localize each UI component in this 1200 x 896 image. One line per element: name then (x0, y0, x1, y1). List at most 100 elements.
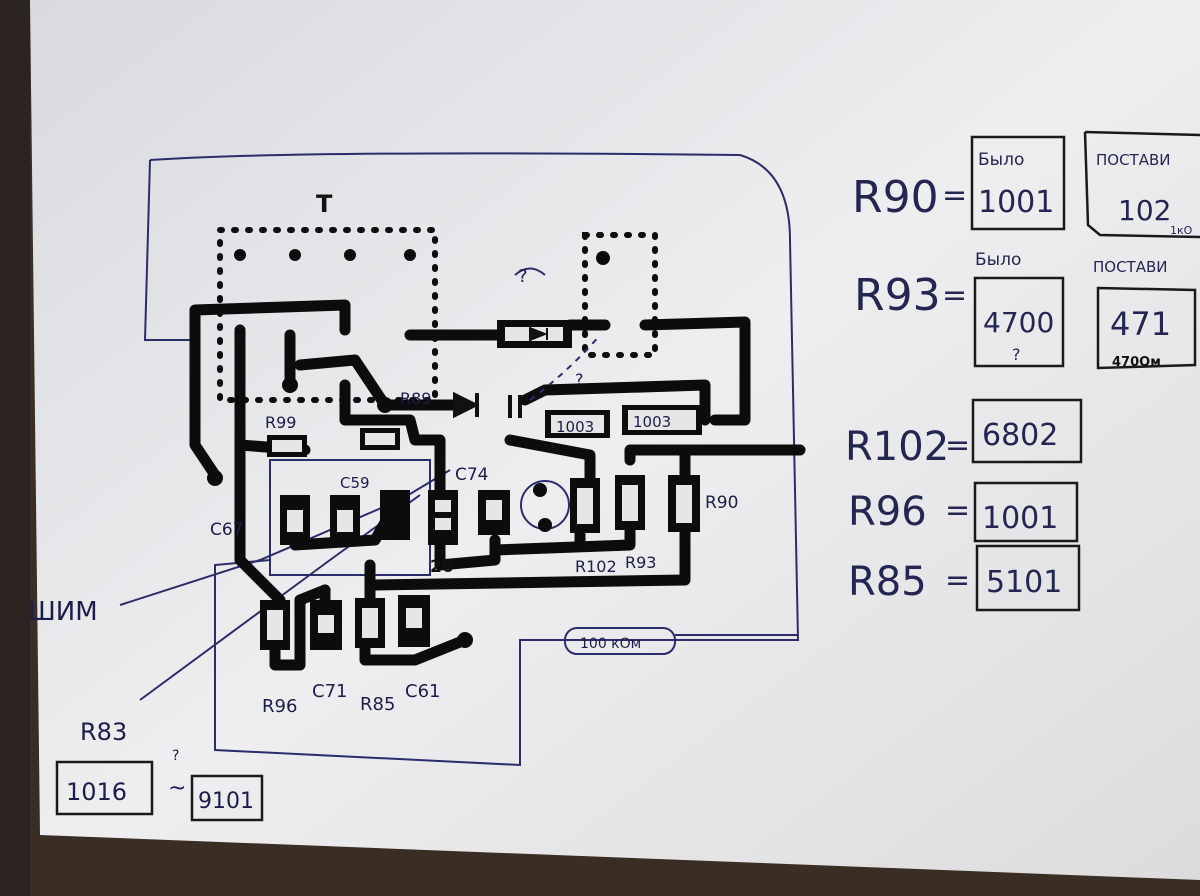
note-r85-value: 5101 (986, 565, 1062, 600)
component-26 (428, 490, 458, 545)
note-r93-was-label: Было (975, 250, 1021, 270)
question-mark: ? (172, 748, 179, 764)
note-r93-set-value: 471 (1110, 305, 1171, 343)
note-r96-value: 1001 (982, 501, 1058, 536)
note-r93-was-box (973, 276, 1065, 368)
note-r102-value: 6802 (982, 418, 1058, 453)
label-pwm: ШИМ (28, 597, 98, 627)
equals-sign: = (945, 493, 970, 528)
resistor-body (272, 440, 302, 452)
label-c59: C59 (340, 474, 370, 492)
resistor-100k (564, 627, 676, 655)
pad (406, 608, 422, 628)
r83-code-box (190, 774, 264, 822)
transformer-outline-right (582, 232, 658, 358)
resistor-body (365, 433, 395, 445)
trace (294, 354, 391, 411)
r83-code-box (55, 760, 154, 816)
pin (404, 249, 416, 261)
equals-sign: = (942, 278, 967, 313)
note-r90-name: R90 (852, 172, 939, 223)
r83-code-right: 9101 (198, 789, 254, 814)
dashed-wire (529, 334, 601, 401)
transformer-outline (217, 227, 438, 403)
pad (486, 500, 502, 520)
trace (269, 584, 331, 671)
label-26: 26 (430, 557, 454, 577)
diode-symbol-icon (453, 391, 480, 419)
note-r90-was-label: Было (978, 150, 1024, 170)
trace (624, 444, 806, 466)
label-r102: R102 (575, 557, 617, 576)
label-r96: R96 (262, 696, 297, 717)
transformer-label: T (316, 190, 333, 218)
note-r102-name: R102 (845, 424, 949, 470)
r83-code-left: 1016 (66, 778, 127, 806)
trace (369, 524, 691, 591)
note-r102-box (971, 398, 1083, 464)
pad (337, 510, 353, 532)
pin (377, 397, 393, 413)
pin (533, 483, 547, 497)
question-mark: ? (518, 266, 528, 287)
note-r90-was-value: 1001 (978, 185, 1054, 220)
pin (289, 249, 301, 261)
approx-sign: ~ (168, 776, 186, 801)
note-r93-name: R93 (854, 270, 941, 321)
pin (538, 518, 552, 532)
note-r90-set-label: ПОСТАВИ (1096, 151, 1171, 169)
note-r93-set-box (1096, 286, 1197, 370)
label-r90: R90 (705, 493, 738, 513)
capacitor-symbol-icon (508, 395, 522, 418)
note-r93-question: ? (1012, 345, 1021, 364)
note-r93-set-label: ПОСТАВИ (1093, 258, 1168, 276)
equals-sign: = (945, 428, 970, 463)
resistor-value: 1003 (633, 413, 671, 431)
label-r93: R93 (625, 553, 656, 572)
note-r96-name: R96 (848, 489, 927, 535)
ic-outline (269, 459, 431, 576)
pad (287, 510, 303, 532)
swap-arrow-icon (514, 267, 546, 276)
note-r96-box (973, 481, 1079, 543)
note-r90-set-value: 102 (1118, 194, 1171, 227)
label-c71: C71 (312, 681, 347, 702)
note-r90-set-box (1083, 130, 1200, 239)
trace (639, 316, 751, 426)
pad (435, 500, 451, 512)
resistor-body (551, 415, 604, 433)
desk-edge (0, 0, 30, 896)
pin (596, 251, 610, 265)
pad (318, 615, 334, 633)
resistor-body (577, 488, 593, 524)
label-r85: R85 (360, 694, 395, 715)
trace (339, 379, 446, 501)
pin (457, 632, 473, 648)
label-c74: C74 (455, 465, 489, 485)
trace (189, 299, 351, 406)
label-c61: C61 (405, 681, 440, 702)
resistor-body (267, 610, 283, 640)
label-r89: R89 (400, 389, 431, 408)
note-r90-set-note: 1кО (1170, 224, 1193, 237)
diode-symbol-icon (529, 326, 548, 342)
note-r93-was-value: 4700 (983, 306, 1054, 339)
trace (359, 634, 471, 666)
resistor-body (676, 485, 692, 523)
component (380, 490, 410, 540)
paper-sheet (30, 0, 1200, 880)
note-r90-was-box (970, 135, 1066, 231)
label-r83: R83 (80, 718, 127, 746)
trace (189, 394, 221, 481)
board-outline-left (143, 159, 200, 341)
trace (489, 519, 636, 556)
resistor-body (362, 608, 378, 638)
resistor-body (628, 410, 696, 430)
pin (344, 249, 356, 261)
equals-sign: = (945, 563, 970, 598)
note-r93-set-note: 470Ом (1112, 355, 1161, 370)
label-100k: 100 кОм (580, 636, 641, 652)
pin (207, 470, 223, 486)
